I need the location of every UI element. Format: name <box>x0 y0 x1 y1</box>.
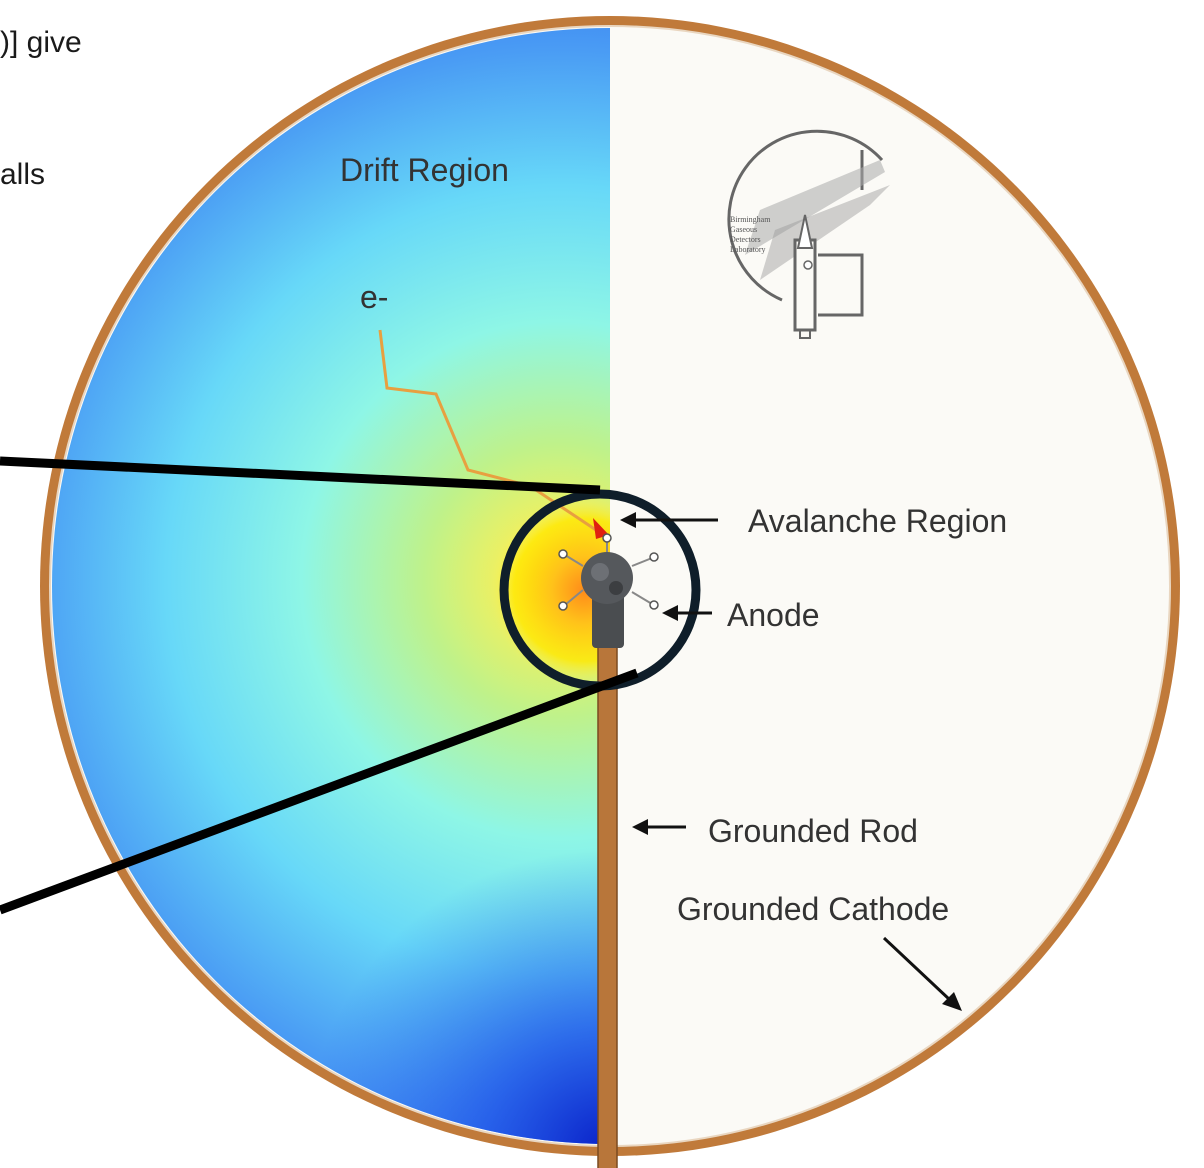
anode-icon <box>558 533 659 648</box>
electron-label: e- <box>360 279 388 315</box>
callout-line-bottom <box>0 668 639 915</box>
grounded-rod <box>597 639 618 1168</box>
logo-line-1: Birmingham <box>730 215 771 224</box>
electric-field-map <box>52 28 610 1144</box>
avalanche-arrow <box>620 512 718 528</box>
bgdl-logo: Birmingham Gaseous Detectors Laboratory <box>727 129 890 339</box>
callout-line-top <box>0 456 601 495</box>
text-fragment-middle: alls <box>0 158 46 191</box>
cathode-arrow <box>882 936 962 1011</box>
logo-line-3: Detectors <box>730 235 761 244</box>
grounded-rod-label: Grounded Rod <box>708 813 918 849</box>
logo-line-2: Gaseous <box>730 225 757 234</box>
drift-region-label: Drift Region <box>340 152 509 188</box>
anode-label: Anode <box>727 597 820 633</box>
avalanche-region-label: Avalanche Region <box>748 503 1007 539</box>
electron-path <box>378 329 597 532</box>
text-fragment-top: )] give <box>0 26 82 59</box>
anode-arrow <box>662 605 712 621</box>
rod-arrow <box>632 819 686 835</box>
logo-line-4: Laboratory <box>730 245 766 254</box>
grounded-cathode-label: Grounded Cathode <box>677 891 949 927</box>
